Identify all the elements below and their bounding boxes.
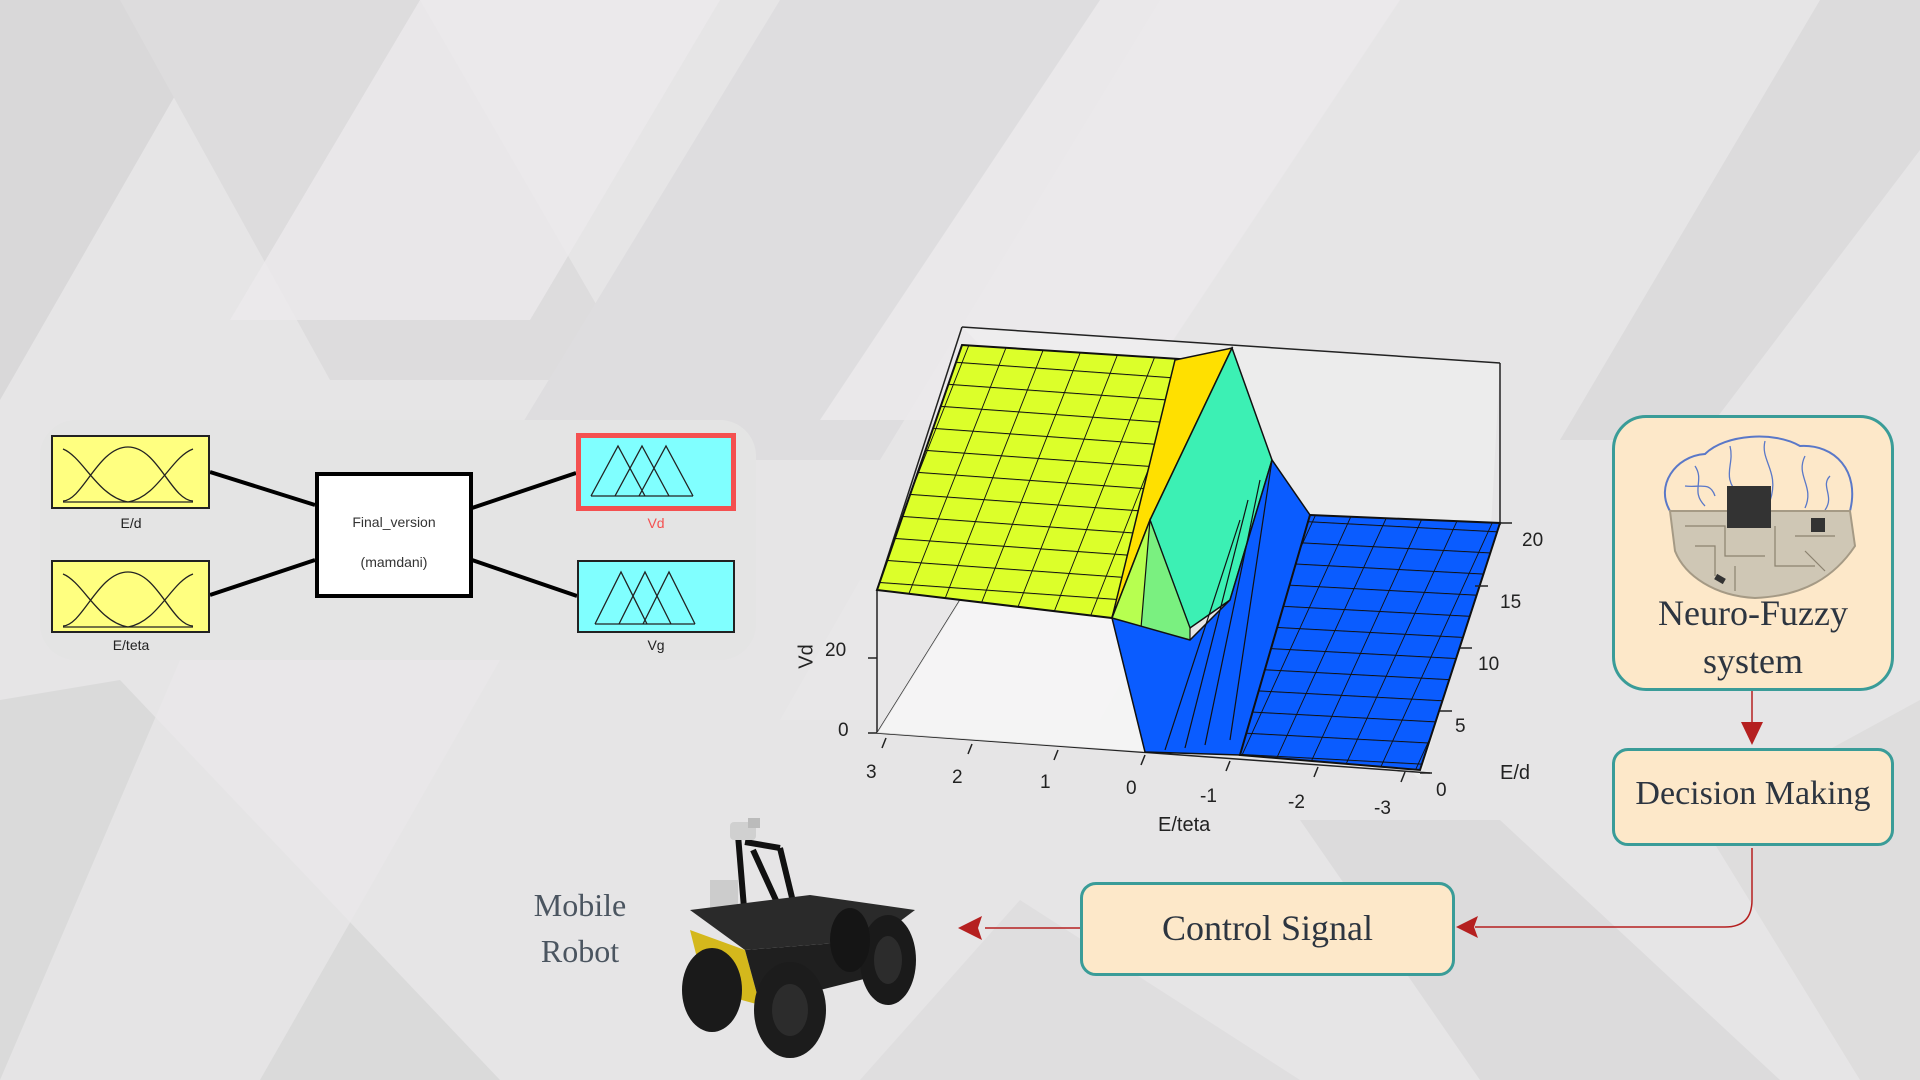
output-label-vg: Vg bbox=[647, 637, 665, 653]
y-tick: 20 bbox=[1522, 530, 1544, 551]
output-label-vd: Vd bbox=[647, 515, 665, 531]
mobile-robot-label-line1: Mobile bbox=[533, 887, 627, 923]
mobile-robot-label-line2: Robot bbox=[540, 933, 620, 969]
control-signal-box[interactable]: Control Signal bbox=[1080, 882, 1455, 976]
gaussian-mf-icon bbox=[62, 446, 194, 503]
fis-system-type: (mamdani) bbox=[360, 554, 428, 570]
input-label-ed: E/d bbox=[120, 515, 142, 531]
control-signal-label: Control Signal bbox=[1161, 908, 1373, 948]
neuro-fuzzy-system-box[interactable]: Neuro-Fuzzy system bbox=[1612, 415, 1894, 691]
brain-circuit-icon bbox=[1664, 435, 1857, 600]
input-mf-ed[interactable] bbox=[51, 435, 210, 509]
neuro-fuzzy-subtitle: system bbox=[1702, 641, 1803, 681]
fis-system-block[interactable]: Final_version (mamdani) bbox=[315, 472, 473, 598]
x-tick: -2 bbox=[1288, 792, 1305, 813]
neuro-fuzzy-title: Neuro-Fuzzy bbox=[1658, 593, 1848, 633]
output-mf-vd[interactable] bbox=[576, 433, 736, 511]
x-tick: 0 bbox=[1126, 778, 1137, 799]
decision-making-label: Decision Making bbox=[1635, 775, 1871, 812]
y-tick: 15 bbox=[1500, 592, 1522, 613]
triangular-mf-icon bbox=[590, 444, 694, 497]
x-tick: 1 bbox=[1040, 772, 1051, 793]
triangular-mf-icon bbox=[594, 570, 696, 625]
y-tick: 0 bbox=[1436, 780, 1447, 801]
x-axis-label: E/teta bbox=[1158, 814, 1211, 836]
y-tick: 10 bbox=[1478, 654, 1500, 675]
input-mf-eteta[interactable] bbox=[51, 560, 210, 633]
z-tick-20: 20 bbox=[825, 640, 847, 661]
y-axis-label: E/d bbox=[1500, 762, 1531, 784]
x-tick: 2 bbox=[952, 767, 963, 788]
z-tick-0: 0 bbox=[838, 720, 849, 741]
input-label-eteta: E/teta bbox=[112, 637, 150, 653]
mobile-robot-icon bbox=[682, 818, 916, 1058]
decision-making-box[interactable]: Decision Making bbox=[1612, 748, 1894, 846]
gaussian-mf-icon bbox=[62, 571, 194, 628]
output-mf-vg[interactable] bbox=[577, 560, 735, 633]
x-tick: -3 bbox=[1374, 798, 1391, 819]
fis-system-name: Final_version bbox=[352, 514, 436, 530]
x-tick: 3 bbox=[866, 762, 877, 783]
z-axis-label: Vd bbox=[795, 644, 818, 669]
y-tick: 5 bbox=[1455, 716, 1466, 737]
x-tick: -1 bbox=[1200, 786, 1217, 807]
